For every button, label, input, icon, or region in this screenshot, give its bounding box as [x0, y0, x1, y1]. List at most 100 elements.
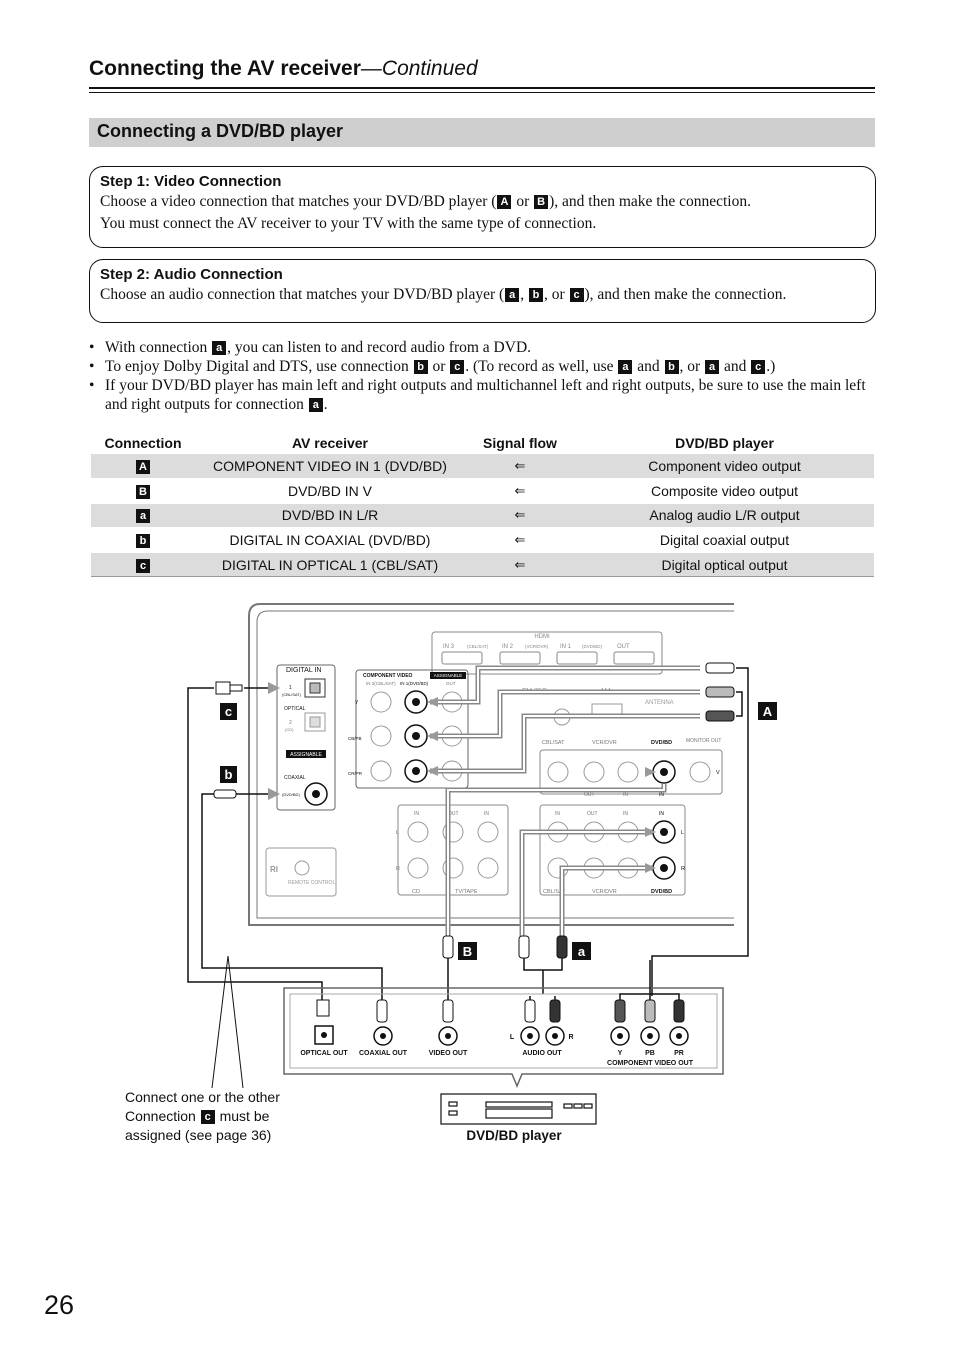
component-jack-center — [412, 732, 420, 740]
section-bar: Connecting a DVD/BD player — [89, 118, 875, 147]
coaxial-sub: (DVD/BD) — [282, 792, 300, 797]
cable-component-pb-core — [430, 691, 700, 737]
video-out-label: VIDEO OUT — [429, 1050, 468, 1057]
audio-out-label: AUDIO OUT — [522, 1050, 562, 1057]
cell-connection: c — [91, 552, 195, 578]
col-header-player: DVD/BD player — [675, 434, 774, 451]
comp-y-label: Y — [355, 700, 359, 706]
tv-tape-label: TV/TAPE — [455, 889, 478, 895]
arrow-right — [268, 788, 280, 800]
table-row: B DVD/BD IN V ⇐ Composite video output — [91, 478, 874, 504]
bullet-text: or — [428, 358, 450, 375]
step1-line2: You must connect the AV receiver to your… — [100, 215, 597, 232]
arrow-right — [645, 767, 656, 777]
audio-jack — [477, 821, 499, 843]
bullet-item: To enjoy Dolby Digital and DTS, use conn… — [89, 357, 879, 376]
rca-plug — [442, 935, 454, 959]
rca-plug — [376, 999, 388, 1023]
arrow-right — [268, 682, 280, 694]
video-inputs: CBL/SAT VCR/DVR DVD/BD MONITOR OUT V OUT… — [539, 738, 723, 798]
cell-flow: ⇐ — [465, 527, 575, 553]
caption-text: must be assigned (see page 36) — [125, 1108, 272, 1143]
hdmi-in1-label: IN 1 — [560, 644, 572, 650]
v-label: V — [716, 770, 720, 776]
hdmi-port — [613, 651, 655, 665]
assignable-label: ASSIGNABLE — [434, 673, 463, 678]
tag-c: c — [751, 360, 766, 374]
arrow-right — [645, 863, 656, 873]
audio-l-label: L — [510, 1034, 515, 1041]
optical-1-label: 1 — [289, 685, 292, 691]
hdmi-port — [556, 651, 598, 665]
coaxial-out-label: COAXIAL OUT — [359, 1050, 408, 1057]
label-c: c — [225, 704, 232, 719]
bullet-text: , you can listen to and record audio fro… — [227, 339, 532, 356]
step1-line1: Choose a video connection that matches y… — [100, 191, 865, 213]
tag-c: c — [569, 288, 584, 302]
tag-c: c — [450, 360, 465, 374]
cell-player: Component video output — [575, 454, 874, 480]
tag-a: a — [618, 360, 633, 374]
component-jack-center — [412, 698, 420, 706]
cell-connection: B — [91, 478, 195, 504]
col-header-receiver: AV receiver — [291, 434, 368, 451]
bullet-text: With connection — [105, 339, 212, 356]
arrow-markers — [268, 682, 656, 873]
audio-inputs: IN OUT IN L R CD TV/TAPE IN OUT IN IN L … — [396, 804, 686, 896]
connection-diagram: HDMI IN 3 (CBL/SAT) IN 2 (VCR/DVR) IN 1 … — [187, 603, 777, 1125]
jack-center — [647, 1033, 653, 1039]
hdmi-out-label: OUT — [617, 644, 630, 650]
cable-audio-l — [519, 829, 652, 936]
in-label: IN — [623, 792, 628, 798]
step2-text: , or — [543, 286, 569, 303]
tag-A: A — [497, 195, 512, 209]
optical-plug — [316, 999, 330, 1017]
remote-control-jack — [294, 860, 310, 876]
hdmi-in2-label: IN 2 — [502, 644, 514, 650]
video-jack — [547, 761, 569, 783]
tag-a: a — [308, 398, 323, 412]
in-label: IN — [555, 811, 560, 817]
page-header: Connecting the AV receiver—Continued — [89, 57, 875, 81]
cell-connection: A — [91, 454, 195, 480]
assignable-badge — [286, 750, 326, 758]
y-label: Y — [618, 1050, 623, 1057]
cell-receiver: DIGITAL IN OPTICAL 1 (CBL/SAT) — [195, 552, 465, 578]
rca-plug — [644, 999, 656, 1023]
optical-2-sub: (CD) — [285, 727, 294, 732]
jack-center — [676, 1033, 682, 1039]
hdmi-label: HDMI — [534, 634, 550, 640]
audio-jack — [407, 857, 429, 879]
table-header-row: Connection AV receiver Signal flow DVD/B… — [91, 431, 874, 454]
connection-labels: c b A B a — [220, 702, 777, 960]
optical-2-label: 2 — [289, 720, 292, 726]
cable-component-join — [736, 691, 743, 717]
optical-1-sub: (CBL/SAT) — [282, 692, 302, 697]
audio-jack — [407, 821, 429, 843]
caption-dvd-player: DVD/BD player — [466, 1128, 562, 1143]
jack-center — [660, 828, 668, 836]
hdmi-in3-label: IN 3 — [443, 644, 455, 650]
connection-table: Connection AV receiver Signal flow DVD/B… — [91, 431, 874, 578]
component-jack — [370, 725, 392, 747]
rca-plug — [518, 935, 530, 959]
component-video-out-label: COMPONENT VIDEO OUT — [607, 1060, 694, 1067]
cd-label: CD — [412, 889, 420, 895]
tag-a: a — [505, 288, 520, 302]
audio-jack — [442, 857, 464, 879]
out-label: OUT — [587, 811, 598, 817]
cable-component-y-core — [430, 667, 700, 703]
in-label: IN — [659, 811, 664, 817]
remote-control-label: REMOTE CONTROL — [288, 880, 335, 886]
component-cable-split — [619, 960, 680, 1000]
audio-jack — [442, 821, 464, 843]
jack-center — [321, 1032, 327, 1038]
vcr-dvr-label: VCR/DVR — [592, 740, 617, 746]
step2-box: Step 2: Audio Connection Choose an audio… — [89, 259, 876, 323]
tag-a: a — [136, 509, 150, 524]
caption-pointer — [211, 955, 244, 1089]
bullet-text: . — [323, 396, 328, 413]
video-jack — [617, 761, 639, 783]
cell-player: Digital coaxial output — [575, 527, 874, 553]
out-label: OUT — [584, 792, 595, 798]
